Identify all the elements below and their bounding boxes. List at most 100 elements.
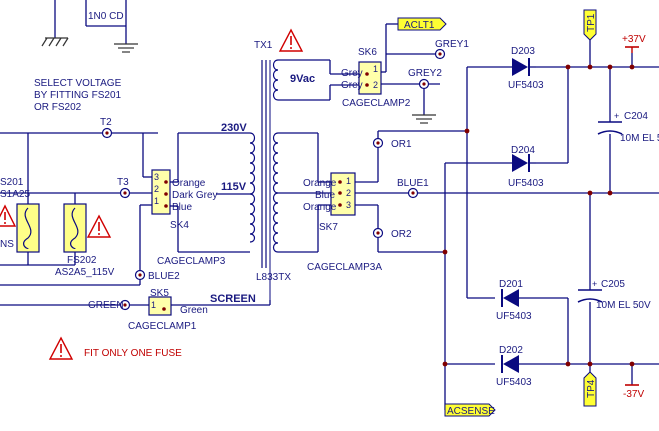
fuse-fs202: FS202 AS2A5_115V (55, 203, 115, 278)
diode-d203-ref: D203 (511, 46, 535, 57)
diode-d202: D202 UF5403 (496, 345, 532, 388)
capacitor-c204-value: 10M EL 5 (620, 133, 659, 144)
sk4-label-orange: Orange (172, 178, 206, 189)
sk7-label-blue: Blue (315, 190, 335, 201)
fuse-fs201: S201 S1A25 NS (0, 177, 40, 253)
sk4-label-blue: Blue (172, 202, 192, 213)
testpoint-blue2-label: BLUE2 (148, 271, 180, 282)
sk7-ref: SK7 (319, 222, 338, 233)
sk6-outputs (381, 23, 440, 124)
capacitor-c205-ref: C205 (601, 279, 625, 290)
diode-d203: D203 UF5403 (508, 46, 544, 91)
diode-d201: D201 UF5403 (496, 279, 532, 322)
note-line-3: OR FS202 (34, 102, 82, 113)
sk5-ref: SK5 (150, 288, 169, 299)
transformer-ref: TX1 (254, 40, 273, 51)
power-minus-37-label: -37V (623, 389, 644, 400)
power-plus-37-label: +37V (622, 34, 646, 45)
power-minus-37: -37V (623, 384, 644, 400)
port-acsense-label: ACSENSE (447, 406, 495, 417)
connector-sk5: 1 Green SK5 CAGECLAMP1 (128, 288, 208, 332)
testpoint-grey2-label: GREY2 (408, 68, 442, 79)
sk4-ref: SK4 (170, 220, 189, 231)
testpoint-grey1-label: GREY1 (435, 39, 469, 50)
transformer-part: L833TX (256, 272, 291, 283)
testpoint-or2: OR2 (372, 227, 412, 240)
testpoint-t2-label: T2 (100, 117, 112, 128)
transformer-230v-label: 230V (221, 122, 247, 134)
testpoint-or2-label: OR2 (391, 229, 412, 240)
capacitor-c204-plus: + (614, 111, 619, 121)
diode-d204-ref: D204 (511, 145, 535, 156)
sk7-label-orange-1: Orange (303, 178, 337, 189)
primary-to-transformer: 230V 115V (170, 122, 250, 253)
capacitor-c205: + C205 10M EL 50V (577, 279, 651, 311)
sk5-label-green: Green (180, 305, 208, 316)
testpoint-t3-label: T3 (117, 177, 129, 188)
testpoint-tp4: TP4 (583, 371, 597, 407)
sk4-pin-2: 2 (154, 184, 159, 194)
top-left-ground-section: 1N0 CD (41, 0, 138, 53)
sk6-pin-1: 1 (373, 64, 378, 74)
sk4-part: CAGECLAMP3 (157, 256, 226, 267)
connector-sk7: 1 2 3 Orange Blue Orange SK7 CAGECLAMP3A (303, 172, 382, 273)
testpoint-t3: T3 (117, 177, 131, 199)
fuse-fs202-ref: FS202 (67, 255, 97, 266)
note-line-2: BY FITTING FS201 (34, 90, 121, 101)
transformer-tx1: TX1 L833TX 9Vac (249, 40, 360, 305)
sk6-part: CAGECLAMP2 (342, 98, 411, 109)
testpoint-blue2: BLUE2 (134, 269, 180, 282)
testpoint-green: GREEN (88, 299, 131, 311)
fuse-fs202-value: AS2A5_115V (55, 267, 115, 278)
diode-d201-part: UF5403 (496, 311, 532, 322)
sk7-pin-2: 2 (346, 188, 351, 198)
sk4-label-dark-grey: Dark Grey (172, 190, 218, 201)
capacitor-c204-ref: C204 (624, 111, 648, 122)
fuse-fs201-ref: S201 (0, 177, 24, 188)
rectifier-wiring (444, 40, 659, 411)
testpoint-grey2: GREY2 (408, 68, 442, 90)
capacitor-c205-plus: + (592, 279, 597, 289)
diode-d201-ref: D201 (499, 279, 523, 290)
warning-icon-fs201 (0, 204, 17, 227)
diode-d202-ref: D202 (499, 345, 523, 356)
fuse-fs201-extra: NS (0, 239, 14, 250)
screen-label: SCREEN (210, 293, 256, 305)
capacitor-c205-value: 10M EL 50V (596, 300, 651, 311)
sk6-pin-2: 2 (373, 80, 378, 90)
sk5-pin-1: 1 (151, 300, 156, 310)
transformer-115v-label: 115V (221, 181, 247, 193)
testpoint-blue1: BLUE1 (397, 178, 429, 199)
port-acsense: ACSENSE (444, 403, 496, 417)
capacitor-c204: + C204 10M EL 5 (597, 111, 659, 144)
junctions (442, 64, 635, 367)
top-cap-label: 1N0 CD (88, 11, 124, 22)
fuse-fs201-value: S1A25 (0, 189, 30, 200)
connector-sk6: 1 2 Grey Grey SK6 CAGECLAMP2 (341, 47, 411, 109)
warning-icon-fs202 (86, 214, 112, 238)
sk5-part: CAGECLAMP1 (128, 321, 197, 332)
testpoint-green-label: GREEN (88, 300, 124, 311)
diode-d203-part: UF5403 (508, 80, 544, 91)
sk4-pin-1: 1 (154, 196, 159, 206)
transformer-9vac-label: 9Vac (290, 73, 315, 85)
testpoint-tp4-label: TP4 (586, 379, 597, 398)
port-aclt1-label: ACLT1 (404, 20, 435, 31)
testpoint-grey1: GREY1 (434, 39, 469, 60)
sk6-label-grey-2: Grey (341, 80, 363, 91)
testpoint-or1: OR1 (372, 137, 412, 150)
diode-d204: D204 UF5403 (508, 145, 544, 189)
fit-one-fuse-text: FIT ONLY ONE FUSE (84, 348, 182, 359)
testpoint-or1-label: OR1 (391, 139, 412, 150)
port-aclt1: ACLT1 (397, 17, 447, 31)
testpoint-blue1-label: BLUE1 (397, 178, 429, 189)
sk7-pin-1: 1 (346, 176, 351, 186)
sk7-part: CAGECLAMP3A (307, 262, 382, 273)
sk6-ref: SK6 (358, 47, 377, 58)
warning-icon-transformer (278, 28, 304, 52)
select-voltage-note: SELECT VOLTAGE BY FITTING FS201 OR FS202 (34, 78, 122, 113)
sk7-label-orange-2: Orange (303, 202, 337, 213)
testpoint-tp1-label: TP1 (586, 13, 597, 32)
diode-d204-part: UF5403 (508, 178, 544, 189)
